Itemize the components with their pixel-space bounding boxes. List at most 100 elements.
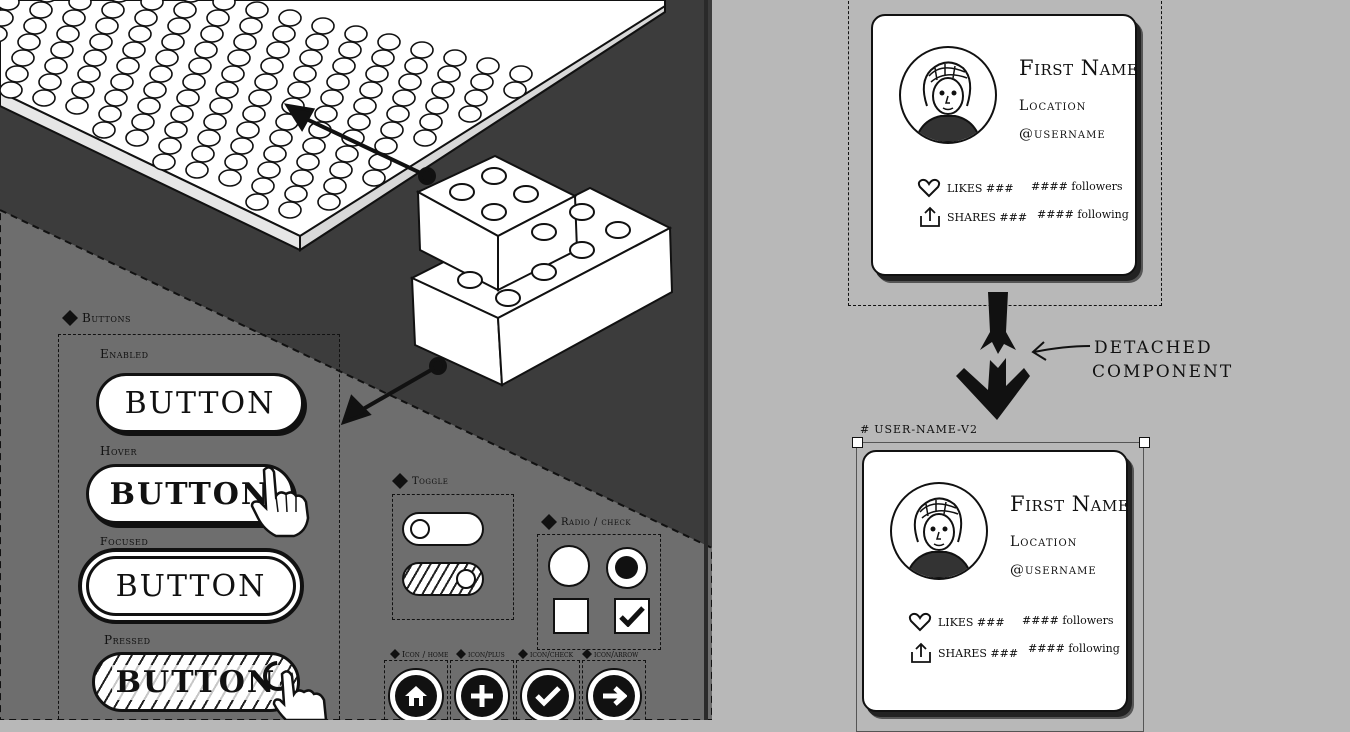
component-icon	[62, 310, 78, 326]
icon-frame-check	[516, 660, 580, 720]
icon-button-arrow[interactable]	[586, 668, 642, 720]
baseplate-stud	[62, 9, 86, 27]
arrow-to-baseplate	[283, 103, 436, 185]
baseplate-stud	[0, 9, 14, 27]
baseplate-stud	[326, 73, 350, 91]
baseplate-stud	[224, 153, 248, 171]
baseplate-stud	[56, 25, 80, 43]
icon-button-label-plus: icon/plus	[456, 649, 505, 659]
baseplate-stud	[50, 41, 74, 59]
brick-stud	[481, 167, 507, 185]
radio-unselected[interactable]	[548, 545, 590, 587]
button-enabled[interactable]: BUTTON	[96, 373, 304, 433]
icon-button-check[interactable]	[520, 668, 576, 720]
baseplate-stud	[470, 73, 494, 91]
baseplate-stud	[410, 41, 434, 59]
baseplate-stud	[149, 65, 173, 83]
brick-stud	[457, 271, 483, 289]
checkbox-unchecked[interactable]	[553, 598, 589, 634]
pointer-hand-pressed-icon	[263, 661, 328, 720]
heart-icon	[908, 612, 932, 632]
state-label-focused: Focused	[100, 535, 149, 548]
pointer-hand-icon	[250, 466, 310, 538]
baseplate-stud	[29, 1, 53, 19]
baseplate-stud	[104, 89, 128, 107]
component-icon	[518, 649, 528, 659]
card-username: @username	[1019, 126, 1106, 142]
baseplate-stud	[431, 81, 455, 99]
baseplate-stud	[98, 105, 122, 123]
component-icon	[390, 649, 400, 659]
baseplate-stud	[245, 193, 269, 211]
baseplate-stud	[137, 97, 161, 115]
baseplate-stud	[110, 73, 134, 91]
card-shares: SHARES ###	[910, 642, 1018, 664]
baseplate-stud	[236, 121, 260, 139]
card-following: #### following	[1028, 642, 1120, 655]
brick-stud	[569, 241, 595, 259]
icon-button-label-check: icon/check	[518, 649, 573, 659]
baseplate-stud	[215, 81, 239, 99]
baseplate-stud	[413, 129, 437, 147]
baseplate-stud	[503, 81, 527, 99]
baseplate-stud	[95, 17, 119, 35]
profile-card-master[interactable]: First Name Location @username LIKES ### …	[871, 14, 1138, 276]
baseplate-stud	[248, 89, 272, 107]
button-focused[interactable]: BUTTON	[78, 548, 304, 624]
baseplate-stud	[23, 17, 47, 35]
share-icon	[911, 642, 931, 663]
radio-check-section-title: Radio / check	[541, 514, 631, 530]
icon-frame-arrow	[582, 660, 646, 720]
baseplate-stud	[386, 105, 410, 123]
baseplate-stud	[32, 89, 56, 107]
baseplate-stud	[155, 49, 179, 67]
baseplate-stud	[392, 89, 416, 107]
checkbox-checked[interactable]	[614, 598, 650, 634]
profile-card-instance[interactable]: First Name Location @username LIKES ### …	[862, 450, 1129, 712]
baseplate-stud	[404, 57, 428, 75]
baseplate-stud	[68, 0, 92, 11]
baseplate-stud	[419, 113, 443, 131]
baseplate-stud	[311, 17, 335, 35]
baseplate-stud	[185, 161, 209, 179]
brick-stud	[531, 263, 557, 281]
selection-handle[interactable]	[852, 437, 863, 448]
plus-icon	[471, 685, 493, 707]
baseplate-stud	[0, 25, 8, 43]
icon-button-home[interactable]	[388, 668, 444, 720]
baseplate-stud	[44, 57, 68, 75]
baseplate-stud	[197, 129, 221, 147]
toggle-on[interactable]	[402, 562, 484, 596]
baseplate-stud	[365, 65, 389, 83]
baseplate-stud	[194, 41, 218, 59]
baseplate-stud	[260, 57, 284, 75]
avatar	[890, 482, 988, 580]
baseplate-stud	[374, 137, 398, 155]
baseplate-stud	[233, 33, 257, 51]
baseplate-stud	[293, 65, 317, 83]
brick-stud	[569, 203, 595, 221]
state-label-pressed: Pressed	[104, 633, 151, 647]
checkmark-icon	[619, 606, 645, 627]
panel-divider	[704, 0, 708, 720]
baseplate-stud	[221, 65, 245, 83]
baseplate-stud	[284, 185, 308, 203]
baseplate-stud	[254, 73, 278, 91]
avatar	[899, 46, 997, 144]
baseplate-stud	[143, 81, 167, 99]
button-pressed[interactable]: BUTTON	[92, 652, 300, 712]
selection-handle[interactable]	[1139, 437, 1150, 448]
baseplate-stud	[269, 129, 293, 147]
radio-selected[interactable]	[606, 547, 648, 589]
toggle-off[interactable]	[402, 512, 484, 546]
baseplate-stud	[140, 0, 164, 11]
detach-arrow-icon	[956, 292, 1030, 420]
icon-button-plus[interactable]	[454, 668, 510, 720]
baseplate-stud	[71, 81, 95, 99]
radio-check-frame	[537, 534, 661, 650]
baseplate-stud	[158, 137, 182, 155]
baseplate-stud	[116, 57, 140, 75]
baseplate-stud	[182, 73, 206, 91]
baseplate-stud	[5, 65, 29, 83]
baseplate-stud	[128, 25, 152, 43]
